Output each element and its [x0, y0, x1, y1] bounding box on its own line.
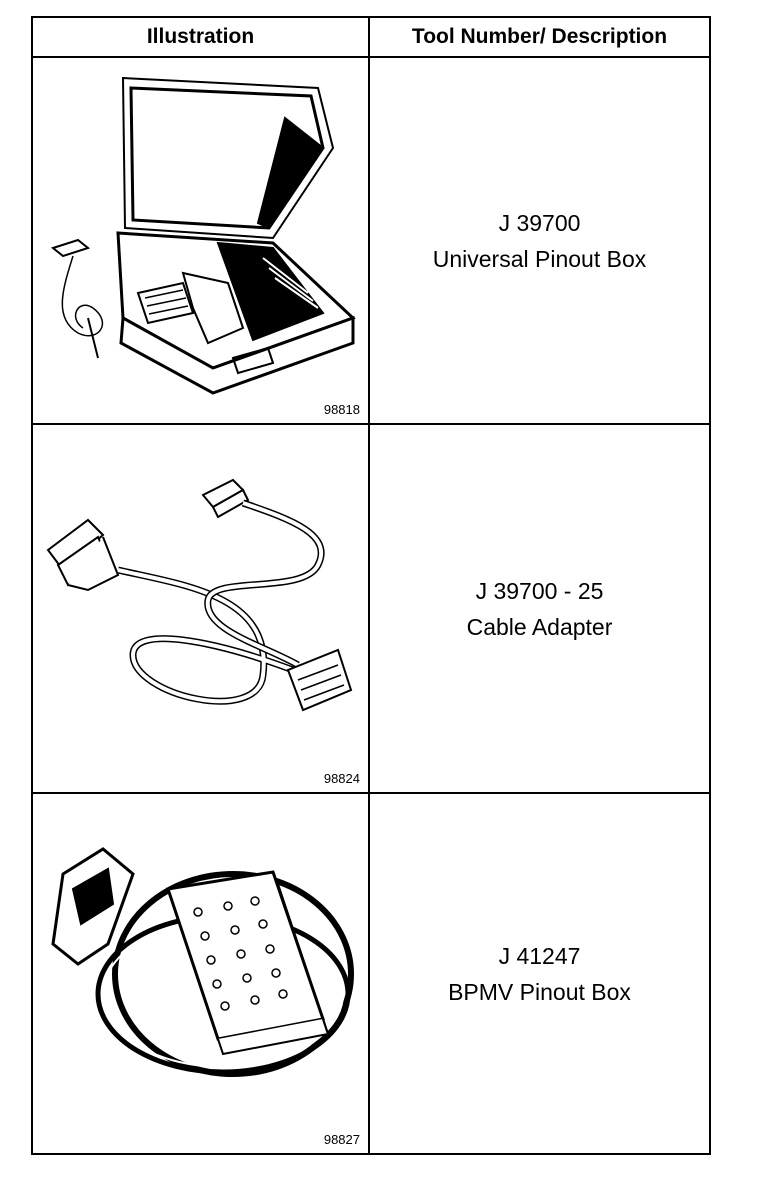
table-row: 98824 J 39700 - 25 Cable Adapter [33, 425, 709, 794]
illustration-cell: 98827 [33, 794, 370, 1153]
figure-number: 98818 [323, 402, 360, 417]
table-row: 98827 J 41247 BPMV Pinout Box [33, 794, 709, 1153]
table-row: 98818 J 39700 Universal Pinout Box [33, 58, 709, 425]
illustration-cell: 98818 [33, 58, 370, 423]
header-tool-description: Tool Number/ Description [370, 18, 709, 58]
cable-adapter-illustration [46, 478, 353, 712]
tool-number: J 41247 [498, 942, 581, 969]
tool-number: J 39700 [498, 209, 581, 236]
description-cell: J 41247 BPMV Pinout Box [370, 794, 709, 1153]
tool-description: Cable Adapter [466, 613, 613, 640]
illustration-cell: 98824 [33, 425, 370, 792]
tool-description: BPMV Pinout Box [448, 978, 631, 1005]
pinout-box-case-illustration [50, 76, 356, 395]
figure-number: 98827 [323, 1132, 360, 1147]
tool-description: Universal Pinout Box [432, 245, 647, 272]
bpmv-pinout-box-illustration [51, 847, 354, 1077]
header-illustration: Illustration [33, 18, 370, 58]
figure-number: 98824 [323, 771, 360, 786]
tool-table: Illustration Tool Number/ Description [31, 16, 711, 1155]
description-cell: J 39700 - 25 Cable Adapter [370, 425, 709, 792]
description-cell: J 39700 Universal Pinout Box [370, 58, 709, 423]
tool-number: J 39700 - 25 [475, 577, 604, 604]
